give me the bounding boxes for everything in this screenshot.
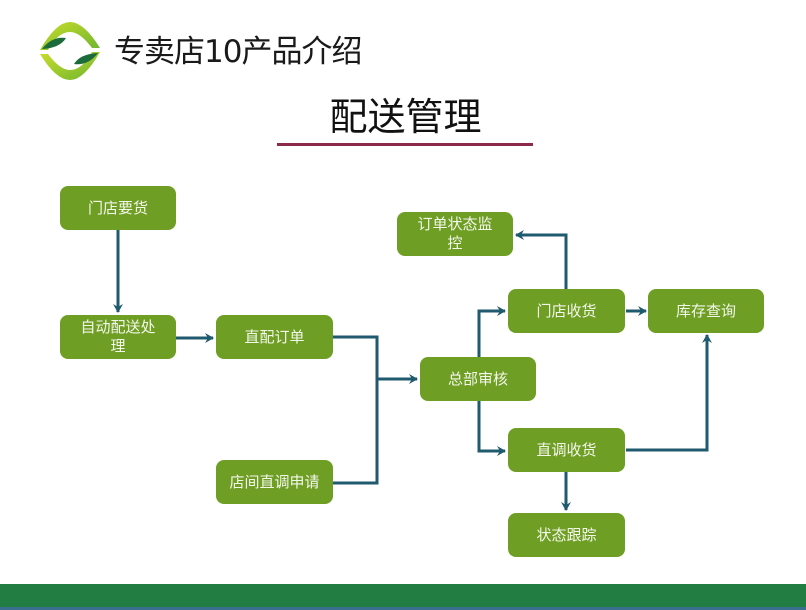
node-transfer-receive: 直调收货 xyxy=(508,428,625,472)
node-label: 自动配送处理 xyxy=(80,318,156,355)
edge-transfer-receive-to-inventory xyxy=(626,334,712,452)
footer-bar xyxy=(0,584,806,607)
logo-icon xyxy=(40,22,100,80)
node-order-monitor: 订单状态监控 xyxy=(397,212,513,256)
node-label: 订单状态监控 xyxy=(417,215,493,252)
brand-title: 专卖店10产品介绍 xyxy=(114,34,362,70)
node-label: 直调收货 xyxy=(536,440,597,459)
node-hq-review: 总部审核 xyxy=(420,357,536,401)
node-label: 状态跟踪 xyxy=(536,525,597,544)
node-store-request: 门店要货 xyxy=(60,186,176,230)
footer-edge xyxy=(0,607,806,610)
edge-store-receive-to-order-monitor xyxy=(515,230,568,289)
slide-title: 配送管理 xyxy=(329,95,482,139)
node-direct-order: 直配订单 xyxy=(216,315,333,359)
node-label: 店间直调申请 xyxy=(229,472,320,491)
node-transfer-request: 店间直调申请 xyxy=(216,460,333,504)
edge-hq-review-to-store-receive xyxy=(477,306,506,358)
node-auto-dispatch: 自动配送处理 xyxy=(60,315,176,359)
node-status-tracking: 状态跟踪 xyxy=(508,513,625,557)
edge-direct-order-to-merge xyxy=(333,335,379,485)
edge-hq-review-to-transfer-receive xyxy=(477,401,506,456)
node-label: 库存查询 xyxy=(675,301,736,320)
node-label: 门店收货 xyxy=(536,301,597,320)
node-label: 门店要货 xyxy=(87,198,148,217)
node-label: 总部审核 xyxy=(447,369,508,388)
title-underline xyxy=(277,143,533,146)
node-label: 直配订单 xyxy=(244,327,305,346)
node-store-receive: 门店收货 xyxy=(508,289,625,333)
node-inventory-query: 库存查询 xyxy=(648,289,764,333)
